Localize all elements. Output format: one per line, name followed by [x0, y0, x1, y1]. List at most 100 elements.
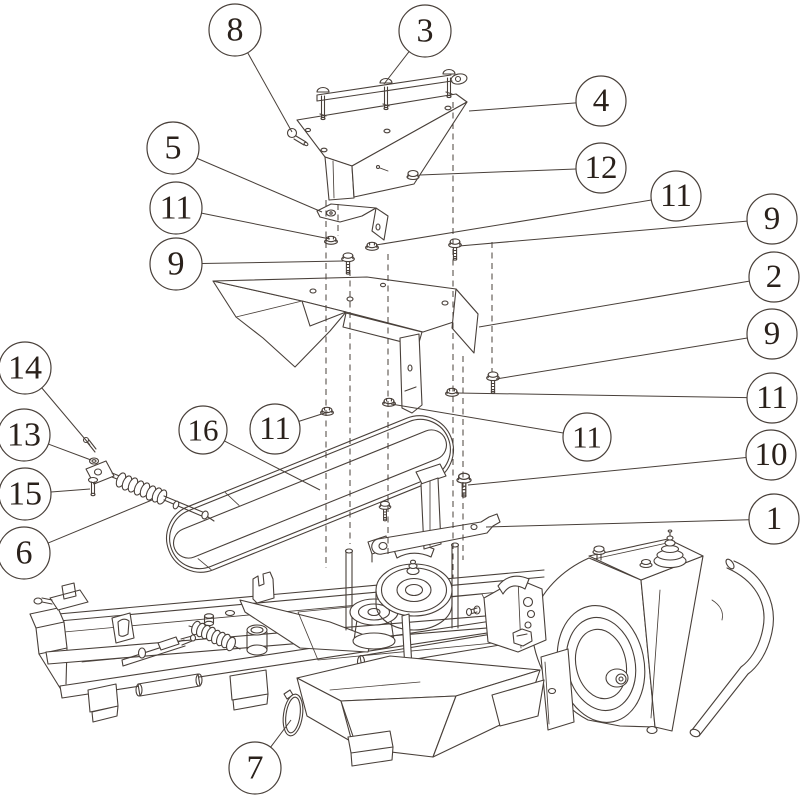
callout-4: 4 [468, 75, 627, 127]
bolt-9 [341, 252, 355, 275]
callout-number: 14 [8, 350, 42, 387]
callout-5: 5 [146, 121, 323, 213]
deck-spring [188, 620, 241, 652]
callout-6: 6 [0, 499, 153, 580]
tension-spring [111, 472, 168, 505]
callout-circle [748, 493, 800, 545]
callout-number: 8 [227, 12, 244, 49]
callout-14: 14 [0, 341, 91, 446]
leader-line [270, 719, 292, 748]
leader-line [458, 220, 748, 247]
callout-10: 10 [467, 429, 797, 486]
callout-number: 3 [417, 13, 434, 50]
leader-line [495, 337, 748, 380]
callout-16: 16 [178, 405, 321, 491]
leader-line [375, 199, 652, 246]
pulley-assembly [344, 535, 547, 671]
callout-9: 9 [149, 237, 344, 291]
callout-11: 11 [390, 403, 612, 462]
callout-circle [746, 308, 798, 360]
callout-circle [746, 372, 798, 424]
callout-number: 11 [160, 190, 193, 227]
housing-nut [639, 558, 653, 569]
leader-line [419, 168, 577, 176]
callout-circle [746, 193, 798, 245]
leader-line [485, 519, 750, 528]
callout-circle [0, 408, 51, 462]
leader-line [456, 392, 748, 399]
callout-circle [178, 405, 228, 455]
leader-line [478, 280, 750, 328]
cable-rod [163, 495, 215, 522]
callout-circle [0, 341, 52, 395]
callout-number: 12 [585, 150, 618, 186]
leader-line [224, 440, 321, 491]
callout-number: 9 [764, 316, 781, 352]
callout-circle [228, 741, 282, 795]
housing-bolt [592, 545, 606, 561]
clevis-bolt [87, 476, 99, 497]
callout-13: 13 [0, 408, 92, 462]
callout-number: 4 [593, 83, 610, 119]
callout-number: 16 [188, 413, 219, 448]
callout-9: 9 [458, 193, 798, 247]
mount-bracket [465, 575, 547, 653]
carriage-bolt [442, 68, 456, 99]
callout-number: 5 [165, 130, 182, 167]
nut-11 [445, 387, 459, 397]
callout-11: 11 [149, 181, 331, 240]
callout-number: 11 [756, 380, 788, 416]
callout-11: 11 [375, 170, 702, 246]
callout-number: 15 [8, 476, 42, 513]
blower-housing [531, 529, 774, 738]
callout-circle [650, 170, 702, 222]
callout-number: 6 [16, 535, 33, 572]
callout-number: 2 [766, 259, 783, 295]
callout-circle [0, 526, 51, 580]
leader-line [467, 456, 747, 486]
nut-11 [365, 241, 379, 251]
deflector-chute [296, 655, 545, 767]
v-belt [166, 415, 454, 573]
bolt-9 [448, 238, 462, 261]
callout-circle [149, 181, 203, 235]
belt-cover [212, 276, 479, 414]
leader-line [383, 51, 410, 85]
spindle-assembly [653, 529, 687, 569]
callout-2: 2 [478, 251, 800, 328]
washer [88, 457, 100, 465]
leader-line [201, 212, 331, 240]
o-ring [282, 689, 304, 737]
callout-circle [146, 121, 200, 175]
callout-1: 1 [485, 493, 800, 545]
callout-circle [149, 237, 203, 291]
bolt-9 [486, 371, 500, 394]
leader-line [390, 403, 564, 434]
fork-bracket-left [252, 571, 275, 604]
callout-circle [575, 75, 627, 127]
main-pulley [375, 559, 453, 631]
alignment-dashed-lines [325, 102, 493, 578]
mounting-strap [316, 68, 468, 121]
callout-number: 10 [755, 437, 788, 473]
callout-9: 9 [495, 308, 798, 380]
carriage-bolt [316, 86, 330, 121]
leader-line [47, 499, 153, 544]
callout-15: 15 [0, 467, 91, 521]
callout-circle [249, 403, 301, 455]
idler-bracket [371, 463, 501, 555]
callout-number: 11 [259, 411, 291, 447]
leader-line [247, 52, 293, 133]
callout-12: 12 [419, 142, 627, 194]
bracket-bolt [378, 500, 392, 522]
callout-circle [398, 4, 452, 58]
leader-line [468, 102, 577, 112]
callout-circle [575, 142, 627, 194]
leader-line [196, 157, 323, 213]
leader-line [50, 488, 91, 493]
bolt-12 [406, 169, 420, 181]
leader-line [298, 411, 329, 422]
callout-11: 11 [456, 372, 798, 424]
z-bracket [316, 203, 389, 241]
nut-11 [324, 235, 338, 245]
